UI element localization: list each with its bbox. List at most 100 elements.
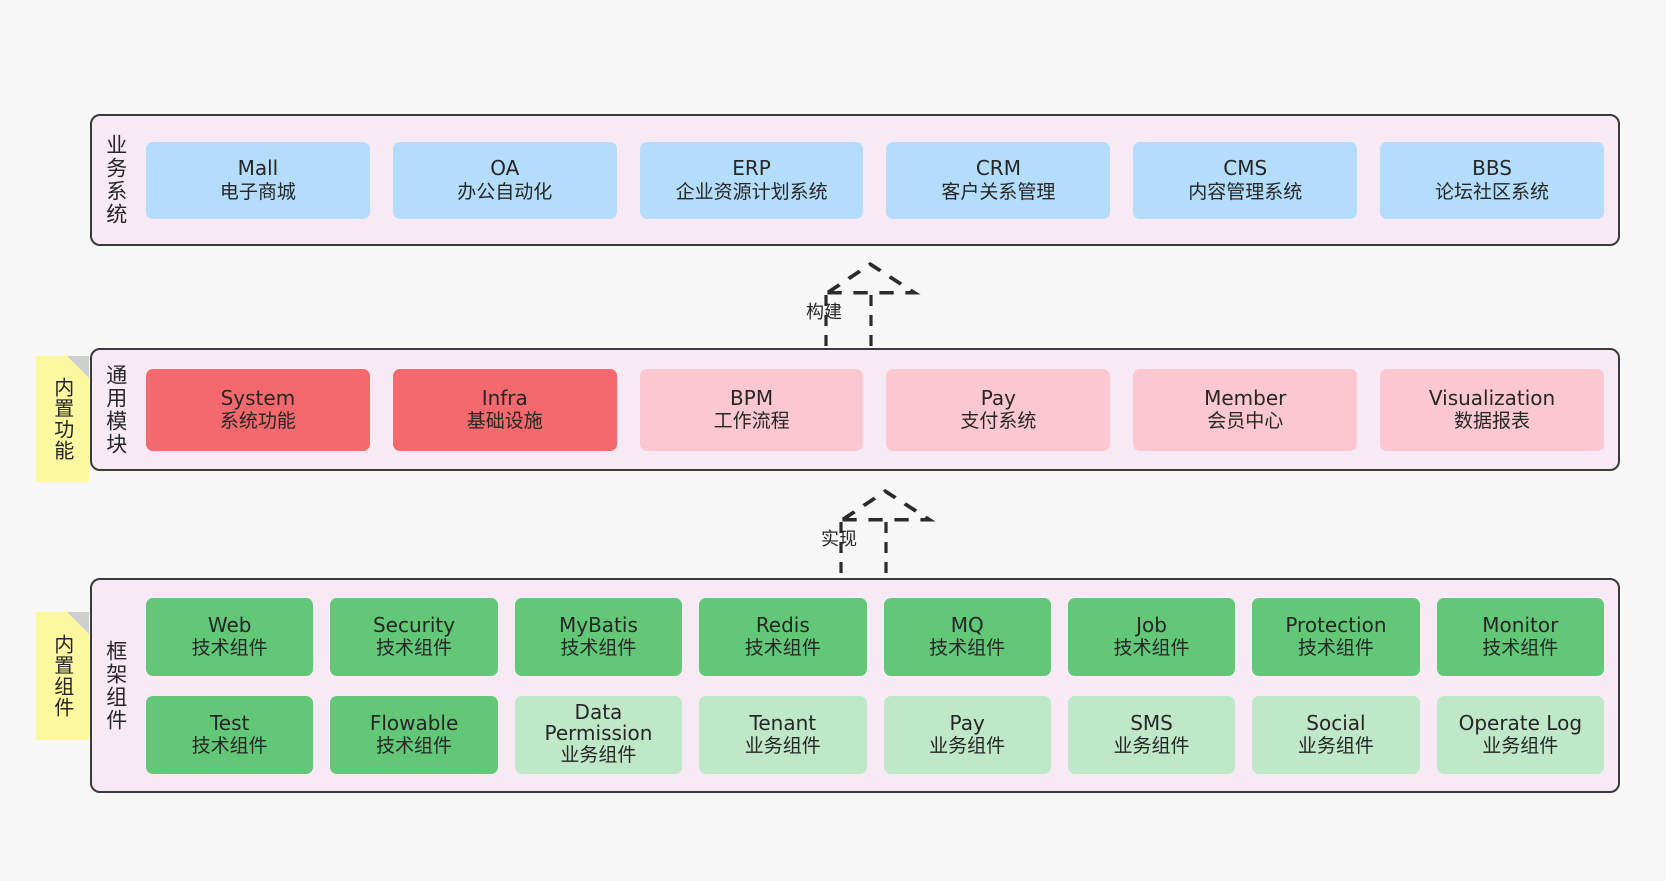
card-pay-business[interactable]: Pay 业务组件 <box>883 695 1051 774</box>
arrow-stem <box>824 295 873 352</box>
card-title-zh: 基础设施 <box>466 410 543 433</box>
layer-common-title: 通用模块 <box>103 363 128 456</box>
card-title-zh: 技术组件 <box>744 637 821 660</box>
card-title-en: System <box>220 385 296 410</box>
layer-business-systems: 业务系统 Mall 电子商城 OA 办公自动化 ERP 企业资源计划系统 CRM <box>90 114 1620 246</box>
note-fold-icon <box>67 612 89 634</box>
card-title-en: BBS <box>1472 156 1512 181</box>
card-title-zh: 会员中心 <box>1207 410 1284 433</box>
card-title-zh: 技术组件 <box>376 735 453 758</box>
card-member[interactable]: Member 会员中心 <box>1133 368 1358 451</box>
layer-common-modules: 通用模块 System 系统功能 Infra 基础设施 BPM 工作流程 Pay <box>90 348 1620 471</box>
card-title-en: MyBatis <box>558 612 638 637</box>
card-title-en: OA <box>490 156 520 181</box>
card-title-zh: 论坛社区系统 <box>1435 180 1550 203</box>
card-tenant[interactable]: Tenant 业务组件 <box>699 695 867 774</box>
card-title-zh: 支付系统 <box>960 410 1037 433</box>
card-title-zh: 技术组件 <box>191 637 268 660</box>
card-data-permission[interactable]: Data Permission 业务组件 <box>514 695 683 774</box>
card-title-zh: 系统功能 <box>219 410 296 433</box>
arrowhead-triangle <box>821 261 921 295</box>
card-monitor[interactable]: Monitor 技术组件 <box>1436 597 1604 676</box>
card-title-en: Web <box>207 612 252 637</box>
card-title-en: Protection <box>1285 612 1387 637</box>
card-title-en: CRM <box>975 156 1021 181</box>
layer-common-body: System 系统功能 Infra 基础设施 BPM 工作流程 Pay 支付系统… <box>138 350 1618 469</box>
layer-framework-body: Web 技术组件 Security 技术组件 MyBatis 技术组件 Redi… <box>138 580 1618 791</box>
card-title-zh: 数据报表 <box>1454 410 1531 433</box>
card-title-zh: 技术组件 <box>1482 637 1559 660</box>
note-builtin-function: 内置功能 <box>36 356 89 482</box>
note-label: 内置功能 <box>50 377 75 461</box>
card-system[interactable]: System 系统功能 <box>146 368 370 451</box>
card-title-zh: 技术组件 <box>1113 637 1190 660</box>
card-title-zh: 业务组件 <box>1482 735 1559 758</box>
card-infra[interactable]: Infra 基础设施 <box>392 368 617 451</box>
note-fold-icon <box>67 356 89 378</box>
layer-business-title: 业务系统 <box>103 134 128 226</box>
card-bbs[interactable]: BBS 论坛社区系统 <box>1380 141 1604 219</box>
framework-row-1: Web 技术组件 Security 技术组件 MyBatis 技术组件 Redi… <box>146 597 1604 676</box>
card-title-zh: 技术组件 <box>191 735 268 758</box>
business-row: Mall 电子商城 OA 办公自动化 ERP 企业资源计划系统 CRM 客户关系… <box>146 141 1604 219</box>
card-title-zh: 技术组件 <box>560 637 637 660</box>
card-title-en: Tenant <box>749 710 817 735</box>
card-flowable[interactable]: Flowable 技术组件 <box>330 695 498 774</box>
card-title-en: Member <box>1204 385 1287 410</box>
connector-implement-arrow <box>836 488 936 579</box>
common-row: System 系统功能 Infra 基础设施 BPM 工作流程 Pay 支付系统… <box>146 368 1604 451</box>
connector-build-label: 构建 <box>806 302 842 323</box>
card-title-zh: 业务组件 <box>744 735 821 758</box>
card-title-zh: 电子商城 <box>219 180 296 203</box>
card-title-en: CMS <box>1223 156 1268 181</box>
card-sms[interactable]: SMS 业务组件 <box>1067 695 1236 774</box>
card-title-zh: 业务组件 <box>929 735 1006 758</box>
card-mq[interactable]: MQ 技术组件 <box>883 597 1051 676</box>
card-title-zh: 客户关系管理 <box>941 180 1056 203</box>
layer-business-body: Mall 电子商城 OA 办公自动化 ERP 企业资源计划系统 CRM 客户关系… <box>138 116 1618 244</box>
card-cms[interactable]: CMS 内容管理系统 <box>1133 141 1358 219</box>
card-pay[interactable]: Pay 支付系统 <box>886 368 1111 451</box>
card-operate-log[interactable]: Operate Log 业务组件 <box>1436 695 1604 774</box>
card-redis[interactable]: Redis 技术组件 <box>699 597 867 676</box>
card-erp[interactable]: ERP 企业资源计划系统 <box>639 141 864 219</box>
card-title-en: MQ <box>950 612 984 637</box>
card-title-en: Visualization <box>1428 385 1556 410</box>
layer-framework-title: 框架组件 <box>103 639 128 732</box>
framework-row-2: Test 技术组件 Flowable 技术组件 Data Permission … <box>146 695 1604 774</box>
card-title-zh: 业务组件 <box>560 744 637 767</box>
card-title-zh: 技术组件 <box>1297 637 1374 660</box>
card-security[interactable]: Security 技术组件 <box>330 597 498 676</box>
card-visualization[interactable]: Visualization 数据报表 <box>1380 368 1604 451</box>
card-protection[interactable]: Protection 技术组件 <box>1252 597 1420 676</box>
card-oa[interactable]: OA 办公自动化 <box>392 141 617 219</box>
card-title-en: BPM <box>730 385 774 410</box>
card-title-en: Flowable <box>369 710 459 735</box>
card-mybatis[interactable]: MyBatis 技术组件 <box>514 597 683 676</box>
connector-build: 构建 <box>760 261 940 352</box>
card-web[interactable]: Web 技术组件 <box>146 597 314 676</box>
card-crm[interactable]: CRM 客户关系管理 <box>886 141 1111 219</box>
card-title-en: Mall <box>237 156 279 181</box>
layer-framework-components: 框架组件 Web 技术组件 Security 技术组件 MyBatis 技术组件… <box>90 578 1620 793</box>
card-title-zh: 办公自动化 <box>457 180 553 203</box>
card-job[interactable]: Job 技术组件 <box>1067 597 1236 676</box>
card-title-en: Operate Log <box>1458 710 1583 735</box>
card-title-en: Pay <box>949 710 985 735</box>
card-title-en: Monitor <box>1482 612 1559 637</box>
arrowhead-triangle <box>836 488 936 522</box>
card-mall[interactable]: Mall 电子商城 <box>146 141 370 219</box>
connector-implement-label: 实现 <box>821 529 857 550</box>
card-test[interactable]: Test 技术组件 <box>146 695 314 774</box>
card-title-zh: 内容管理系统 <box>1188 180 1303 203</box>
note-label: 内置组件 <box>50 634 75 718</box>
card-title-en: ERP <box>732 156 771 181</box>
card-title-en: Test <box>209 710 250 735</box>
card-social[interactable]: Social 业务组件 <box>1252 695 1420 774</box>
card-bpm[interactable]: BPM 工作流程 <box>639 368 864 451</box>
card-title-en: SMS <box>1130 710 1173 735</box>
card-title-en: Redis <box>755 612 810 637</box>
card-title-en: Social <box>1306 710 1366 735</box>
arrow-stem <box>839 522 888 579</box>
